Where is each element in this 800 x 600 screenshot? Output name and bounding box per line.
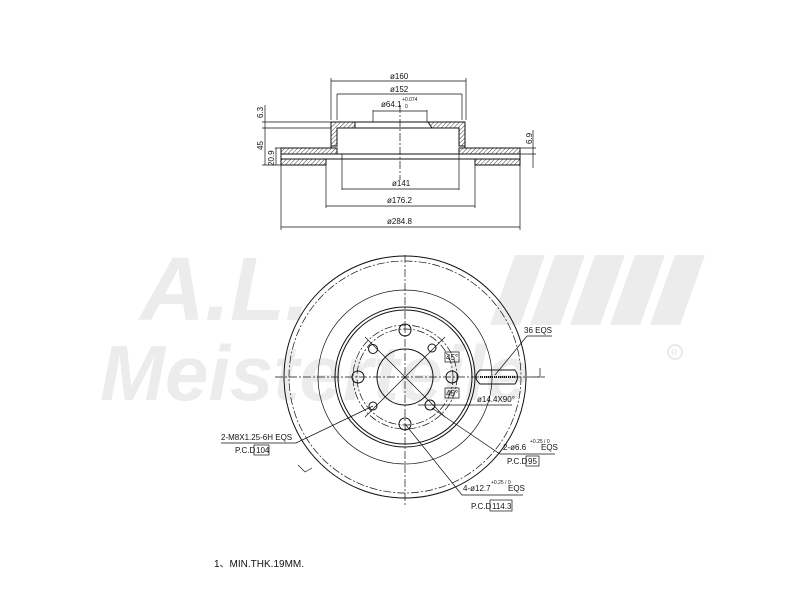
dim-d152: ø152	[390, 85, 409, 94]
flange-left-top	[280, 147, 338, 155]
bolt-hole	[351, 370, 365, 384]
pin-hole	[427, 343, 437, 353]
dim-h45: 45	[256, 141, 265, 150]
bolt-hole	[398, 417, 412, 431]
thread-pcd-value: 104	[256, 446, 270, 455]
pin-pcd-label: P.C.D	[507, 457, 528, 466]
bolt-pcd-value: 114.3	[492, 502, 512, 511]
thread-callout: 2-M8X1.25-6H EQS	[221, 433, 292, 442]
min-thickness-note: 1、MIN.THK.19MM.	[214, 559, 305, 570]
dim-h63: 6.3	[256, 106, 265, 118]
dim-d1762: ø176.2	[387, 196, 412, 205]
dim-h209: 20.9	[267, 150, 276, 166]
threaded-hole	[368, 344, 378, 354]
bolt-pcd-label: P.C.D	[471, 502, 492, 511]
front-view: 36 EQS 45° 45° ø14.4X90° 2-M8X1.25-6H EQ…	[221, 255, 558, 512]
angle-label-2: 45°	[446, 389, 458, 398]
bolt-callout: 4-ø12.7	[463, 484, 491, 493]
flange-right-bottom	[474, 158, 521, 166]
hat-right	[427, 121, 466, 147]
bolt-hole	[398, 323, 412, 337]
dim-h69: 6.9	[525, 132, 534, 144]
threaded-hole	[368, 401, 378, 411]
bolt-suffix: EQS	[508, 484, 525, 493]
section-view: ø160 ø152 ø64.1 +0.074 0 6.3 45 20.9 6.9…	[256, 72, 536, 230]
vents-label: 36 EQS	[524, 326, 552, 335]
watermark-initials: A.L.	[138, 240, 310, 340]
angle-label-1: 45°	[446, 353, 458, 362]
watermark-brand: Meisterteile	[100, 329, 529, 417]
bolt-hole	[445, 370, 459, 384]
dim-d64-tol-lower: 0	[405, 104, 408, 110]
pin-pcd-value: 95	[528, 457, 537, 466]
registered-letter: R	[671, 348, 678, 358]
watermark: A.L. Meisterteile R	[100, 240, 705, 417]
vent-detail	[475, 369, 518, 385]
dim-d160: ø160	[390, 72, 409, 81]
dim-d141: ø141	[392, 179, 411, 188]
thread-pcd-label: P.C.D	[235, 446, 256, 455]
pin-suffix: EQS	[541, 443, 558, 452]
dim-d64-tol-upper: +0.074	[402, 97, 418, 103]
dim-d64: ø64.1	[381, 100, 402, 109]
pin-callout: 2-ø6.6	[503, 443, 527, 452]
watermark-stripes	[490, 255, 705, 325]
bolt-tolerance: +0.25 / 0	[491, 480, 511, 486]
registered-mark	[667, 344, 683, 360]
flange-right-top	[458, 147, 521, 155]
chamfer-label: ø14.4X90°	[477, 395, 515, 404]
pin-tolerance: +0.25 / 0	[530, 439, 550, 445]
dim-d2848: ø284.8	[387, 217, 412, 226]
flange-left-bottom	[280, 158, 327, 166]
hat-left	[330, 121, 356, 147]
